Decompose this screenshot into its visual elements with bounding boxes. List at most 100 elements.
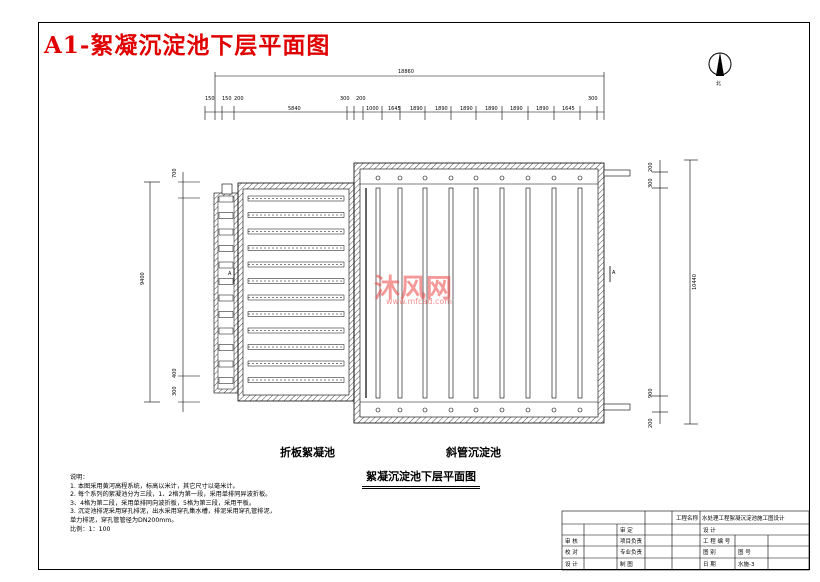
collector-trough bbox=[499, 187, 505, 399]
inlet-pipe bbox=[218, 360, 234, 368]
inlet-pipe bbox=[218, 377, 234, 384]
collector-trough bbox=[473, 187, 479, 399]
title-block-cell: 审 核 bbox=[565, 539, 578, 545]
collector-trough bbox=[448, 187, 454, 399]
title-block-cell: 项目负责 bbox=[620, 539, 643, 545]
collector-trough bbox=[551, 187, 557, 399]
inlet-pipe bbox=[218, 344, 234, 351]
collector-trough bbox=[525, 187, 531, 399]
trough-outlet bbox=[448, 175, 454, 181]
plan-title: 絮凝沉淀池下层平面图 bbox=[362, 468, 480, 489]
title-block bbox=[561, 510, 810, 571]
note-line: 1. 本图采用黄河高程系统，标高以米计，其它尺寸以毫米计。 bbox=[70, 482, 239, 490]
north-label: 北 bbox=[716, 81, 722, 87]
mud-pipe-outlet bbox=[577, 407, 583, 413]
section-marker-left: A bbox=[228, 271, 232, 277]
flocculation-label: 折板絮凝池 bbox=[280, 446, 335, 459]
notes-heading: 说明： bbox=[70, 474, 89, 481]
dimension-segment: 1890 bbox=[460, 106, 473, 112]
collector-troughs bbox=[365, 175, 583, 413]
dimension-segment: 200 bbox=[234, 96, 244, 102]
trough-outlet bbox=[525, 175, 531, 181]
mud-pipe-outlet bbox=[375, 407, 381, 413]
mud-pipe-outlet bbox=[397, 407, 403, 413]
section-marker-right: A bbox=[612, 270, 616, 276]
dimension-segment: 5840 bbox=[288, 106, 301, 112]
dimension-segment: 200 bbox=[356, 96, 366, 102]
dimension-height-left: 9400 bbox=[140, 272, 146, 285]
top-dimension-lines bbox=[204, 72, 605, 120]
inlet-pipe bbox=[218, 294, 234, 302]
title-block-cell: 设 计 bbox=[565, 562, 578, 568]
dimension-right: 300 bbox=[648, 178, 654, 188]
note-line: 单力排泥，穿孔管管径为DN200mm。 bbox=[70, 516, 178, 524]
dimension-segment: 300 bbox=[588, 96, 598, 102]
dimension-total-width: 18860 bbox=[398, 69, 414, 75]
page-title: A1-絮凝沉淀池下层平面图 bbox=[44, 32, 331, 59]
trough-outlet bbox=[499, 175, 505, 181]
dimension-segment: 1890 bbox=[510, 106, 523, 112]
dimension-segment: 150 bbox=[205, 96, 215, 102]
trough-outlet bbox=[473, 175, 479, 181]
inlet-pipe bbox=[218, 327, 234, 335]
dimension-segment: 1890 bbox=[435, 106, 448, 112]
title-block-cell: 水施-3 bbox=[738, 562, 755, 568]
collector-trough bbox=[577, 187, 583, 399]
dimension-left: 400 bbox=[172, 368, 178, 378]
dimension-left: 300 bbox=[172, 386, 178, 396]
title-block-cell: 工 程 编 号 bbox=[703, 539, 731, 545]
dimension-segment: 1000 bbox=[366, 106, 379, 112]
title-block-cell: 图 号 bbox=[738, 550, 751, 556]
mud-pipe-outlet bbox=[525, 407, 531, 413]
note-line: 3. 沉淀池排泥采用穿孔排泥，出水采用穿孔集水槽，排泥采用穿孔管排泥， bbox=[70, 508, 276, 516]
north-arrow-icon bbox=[708, 52, 732, 76]
trough-outlet bbox=[551, 175, 557, 181]
dimension-right: 200 bbox=[648, 418, 654, 428]
title-block-project: 水处理工程絮凝沉淀池施工图设计 bbox=[702, 516, 785, 522]
title-block-company: 工程名称 bbox=[676, 516, 699, 522]
mud-pipe-outlet bbox=[551, 407, 557, 413]
dimension-segment: 150 bbox=[222, 96, 232, 102]
title-block-cell: 审 定 bbox=[620, 528, 633, 534]
dimension-segment: 300 bbox=[340, 96, 350, 102]
dimension-segment: 1645 bbox=[562, 106, 575, 112]
inlet-pipe bbox=[218, 212, 234, 219]
side-dimension-lines bbox=[144, 159, 698, 425]
title-block-cell: 制 图 bbox=[620, 562, 633, 568]
inlet-pipe bbox=[218, 228, 234, 236]
sedimentation-label: 斜管沉淀池 bbox=[446, 446, 501, 459]
trough-outlet bbox=[577, 175, 583, 181]
trough-outlet bbox=[397, 175, 403, 181]
note-line: 3、4格为第二段，采用单排同向波折板，5格为第三段，采用平板。 bbox=[70, 499, 256, 507]
dimension-right: 200 bbox=[648, 162, 654, 172]
watermark-brand: 沐风网 bbox=[374, 274, 453, 304]
title-block-cell: 专业负责 bbox=[620, 550, 643, 556]
mud-pipe-outlet bbox=[422, 407, 428, 413]
trough-outlet bbox=[375, 175, 381, 181]
mud-pipe-outlet bbox=[473, 407, 479, 413]
dimension-segment: 1890 bbox=[410, 106, 423, 112]
dimension-segment: 1645 bbox=[388, 106, 401, 112]
trough-outlet bbox=[422, 175, 428, 181]
title-block-cell: 图 别 bbox=[703, 550, 716, 556]
dimension-segment: 1890 bbox=[536, 106, 549, 112]
title-block-cell: 日 期 bbox=[703, 562, 716, 568]
collector-trough bbox=[422, 187, 428, 399]
note-line: 2. 每个系列的絮凝池分为三段，1、2格为第一段，采用单排同异波折板。 bbox=[70, 491, 272, 499]
dimension-height-right: 10440 bbox=[692, 274, 698, 290]
inlet-pipe bbox=[218, 261, 234, 269]
baffle-plates bbox=[218, 195, 345, 384]
dimension-left: 700 bbox=[172, 168, 178, 178]
inlet-pipe bbox=[218, 311, 234, 318]
inlet-pipe bbox=[218, 195, 234, 203]
collector-trough bbox=[375, 187, 381, 399]
inlet-pipe bbox=[218, 245, 234, 252]
dimension-segment: 1890 bbox=[485, 106, 498, 112]
design-notes: 说明： 1. 本图采用黄河高程系统，标高以米计，其它尺寸以毫米计。 2. 每个系… bbox=[70, 474, 370, 534]
title-block-cell: 设 计 bbox=[703, 528, 716, 534]
mud-pipe-outlet bbox=[448, 407, 454, 413]
section-markers bbox=[233, 266, 611, 284]
dimension-right: 900 bbox=[648, 388, 654, 398]
mud-pipe-outlet bbox=[499, 407, 505, 413]
